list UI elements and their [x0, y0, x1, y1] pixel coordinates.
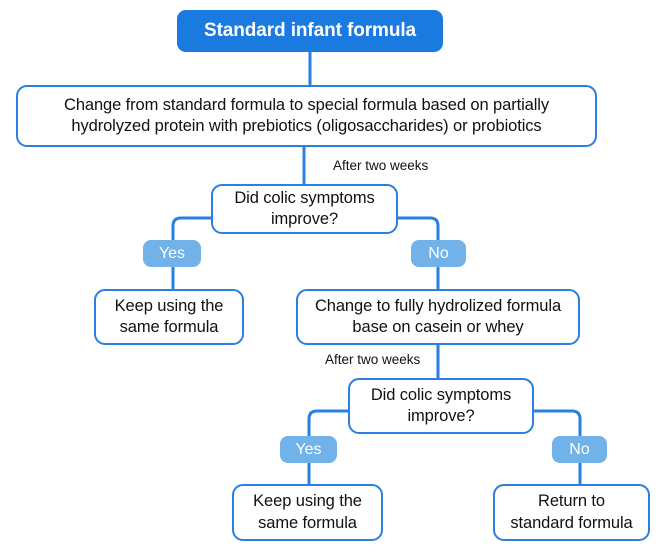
- node-outcome1-no[interactable]: Change to fully hydrolized formula base …: [296, 289, 580, 345]
- node-decision2[interactable]: Did colic symptoms improve?: [348, 378, 534, 434]
- branch-pill-decision2-no-label: No: [569, 440, 590, 458]
- edge-label-wait2-text: After two weeks: [325, 352, 421, 367]
- node-outcome2-no-label: Return to standard formula: [510, 492, 633, 532]
- node-decision2-label: Did colic symptoms improve?: [370, 385, 512, 425]
- branch-pill-decision1-no-label: No: [428, 244, 449, 262]
- edge-label-wait1-text: After two weeks: [333, 158, 429, 173]
- node-outcome1-no-label: Change to fully hydrolized formula base …: [314, 296, 562, 336]
- connector-decision2-no: [534, 409, 582, 486]
- branch-pill-decision2-yes[interactable]: Yes: [280, 436, 337, 463]
- node-step1[interactable]: Change from standard formula to special …: [16, 85, 597, 147]
- node-outcome2-no[interactable]: Return to standard formula: [493, 484, 650, 541]
- edge-label-wait2: After two weeks: [323, 352, 423, 367]
- node-decision1[interactable]: Did colic symptoms improve?: [211, 184, 398, 234]
- connector-decision2-yes: [307, 409, 348, 486]
- node-step1-label: Change from standard formula to special …: [64, 95, 549, 135]
- connector-decision1-no: [398, 216, 440, 291]
- node-outcome1-yes[interactable]: Keep using the same formula: [94, 289, 244, 345]
- branch-pill-decision2-no[interactable]: No: [552, 436, 607, 463]
- branch-pill-decision2-yes-label: Yes: [295, 440, 322, 458]
- node-outcome1-yes-label: Keep using the same formula: [114, 296, 224, 336]
- branch-pill-decision1-yes[interactable]: Yes: [143, 240, 201, 267]
- edge-label-wait1: After two weeks: [331, 158, 431, 173]
- node-decision1-label: Did colic symptoms improve?: [234, 188, 375, 228]
- node-outcome2-yes[interactable]: Keep using the same formula: [232, 484, 383, 541]
- node-outcome2-yes-label: Keep using the same formula: [253, 492, 362, 532]
- connector-decision1-yes: [171, 216, 211, 291]
- node-start[interactable]: Standard infant formula: [177, 10, 443, 52]
- branch-pill-decision1-yes-label: Yes: [158, 244, 186, 262]
- branch-pill-decision1-no[interactable]: No: [411, 240, 466, 267]
- node-start-label: Standard infant formula: [204, 19, 416, 41]
